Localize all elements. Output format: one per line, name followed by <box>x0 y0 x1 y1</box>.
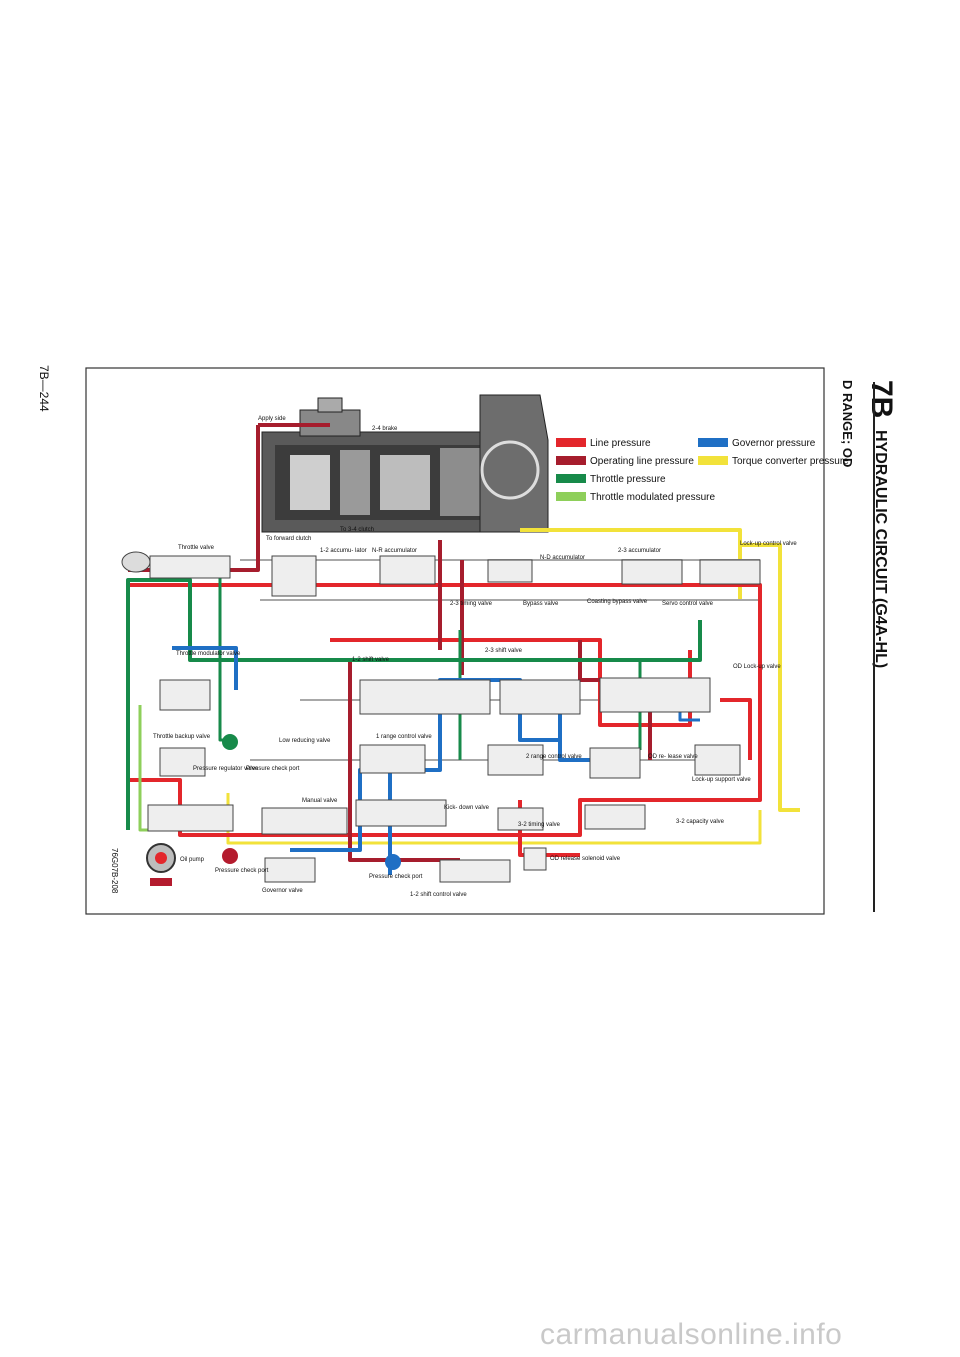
pressure-check-port-icon <box>222 848 238 864</box>
label-throttle-backup: Throttle backup valve <box>153 734 211 740</box>
oil-strainer-icon <box>150 878 172 886</box>
label-23-timing: 2-3 timing valve <box>450 601 493 607</box>
legend-label-operating: Operating line pressure <box>590 456 694 467</box>
page-subtitle: D RANGE; OD <box>840 380 855 467</box>
throttle-check-port-icon <box>222 734 238 750</box>
label-pressure-check-port-1: Pressure check port <box>246 766 300 772</box>
label-23-accumulator: 2-3 accumulator <box>618 548 661 554</box>
valve-bodies <box>147 555 761 883</box>
label-low-reducing: Low reducing valve <box>279 738 331 744</box>
label-pressure-check-port-2: Pressure check port <box>215 868 269 874</box>
oil-pump-core-icon <box>155 852 167 864</box>
label-34-clutch: To 3-4 clutch <box>340 527 374 533</box>
label-throttle-modulator: Throttle modulator valve <box>176 651 241 657</box>
legend-label-throttle: Throttle pressure <box>590 474 666 485</box>
figure-code-group: 76G07B-208 <box>110 848 119 894</box>
label-lockup-control: Lock-up control valve <box>740 541 797 547</box>
label-bypass-valve: Bypass valve <box>523 601 559 607</box>
component-labels: Apply side 2-4 brake To forward clutch T… <box>153 416 797 898</box>
label-1-range-control: 1 range control valve <box>376 734 432 740</box>
legend-swatch-governor <box>698 438 728 447</box>
label-pressure-check-port-3: Pressure check port <box>369 874 423 880</box>
diagram-frame <box>85 367 825 915</box>
page-title: HYDRAULIC CIRCUIT (G4A-HL) <box>872 430 889 668</box>
legend: Line pressure Operating line pressure Th… <box>556 438 849 503</box>
legend-label-line: Line pressure <box>590 438 651 449</box>
label-12-shift: 1-2 shift valve <box>352 657 390 663</box>
label-apply-side: Apply side <box>258 416 286 422</box>
label-oil-pump: Oil pump <box>180 857 205 863</box>
label-24-brake: 2-4 brake <box>372 426 398 432</box>
label-coasting-bypass: Coasting bypass valve <box>587 599 648 605</box>
label-23-shift: 2-3 shift valve <box>485 648 523 654</box>
governor-check-port-icon <box>385 854 401 870</box>
label-od-release: OD re- lease valve <box>648 754 698 760</box>
label-od-lockup: OD Lock-up valve <box>733 664 781 670</box>
throttle-cam-icon <box>121 551 151 573</box>
figure-code: 76G07B-208 <box>110 848 119 894</box>
page-number-group: 7B—244 <box>37 365 51 412</box>
transmission-cutaway <box>261 394 549 533</box>
legend-label-torque: Torque converter pressure <box>732 456 849 467</box>
page-number: 7B—244 <box>37 365 51 412</box>
legend-swatch-line <box>556 438 586 447</box>
label-servo-control: Servo control valve <box>662 601 714 607</box>
legend-swatch-operating <box>556 456 586 465</box>
label-nr-accumulator: N-R accumulator <box>372 548 417 554</box>
label-governor-valve: Governor valve <box>262 888 303 894</box>
page-subtitle-group: D RANGE; OD <box>840 380 855 467</box>
label-32-capacity: 3-2 capacity valve <box>676 819 725 825</box>
label-od-release-solenoid: OD release solenoid valve <box>550 856 621 862</box>
legend-swatch-throttle <box>556 474 586 483</box>
label-12-accumulator: 1-2 accumu- lator <box>320 548 367 554</box>
page-header: 7B HYDRAULIC CIRCUIT (G4A-HL) <box>865 380 898 668</box>
section-number: 7B <box>865 380 898 418</box>
label-kickdown: Kick- down valve <box>444 805 490 811</box>
label-throttle-valve: Throttle valve <box>178 545 215 551</box>
label-12-shift-control: 1-2 shift control valve <box>410 892 467 898</box>
label-pressure-regulator: Pressure regulator valve <box>193 766 259 772</box>
label-2-range-control: 2 range control valve <box>526 754 582 760</box>
label-nd-accumulator: N-D accumulator <box>540 555 585 561</box>
label-forward-clutch: To forward clutch <box>266 536 311 542</box>
watermark: carmanualsonline.info <box>540 1318 843 1351</box>
label-lockup-support: Lock-up support valve <box>692 777 751 783</box>
legend-label-governor: Governor pressure <box>732 438 816 449</box>
legend-swatch-torque <box>698 456 728 465</box>
label-manual-valve: Manual valve <box>302 798 338 804</box>
legend-swatch-throttle-mod <box>556 492 586 501</box>
legend-label-throttle-mod: Throttle modulated pressure <box>590 492 716 503</box>
label-32-timing: 3-2 timing valve <box>518 822 561 828</box>
